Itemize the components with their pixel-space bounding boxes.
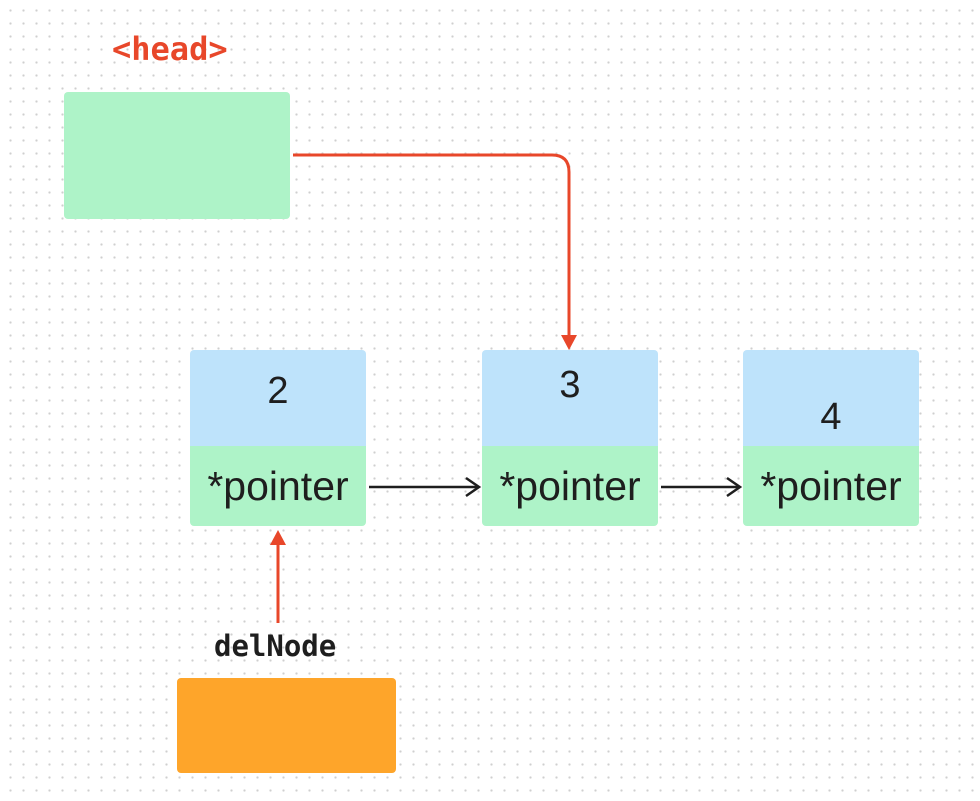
- delnode-box: [177, 678, 396, 773]
- head-label: <head>: [112, 30, 228, 68]
- list-node-4: 4 *pointer: [743, 350, 919, 526]
- node3-to-node4-arrowhead: [726, 476, 743, 498]
- list-node-2: 2 *pointer: [190, 350, 366, 526]
- head-box: [64, 92, 290, 219]
- node-value-cell: 4: [743, 350, 919, 446]
- list-node-3: 3 *pointer: [482, 350, 658, 526]
- delnode-label: delNode: [214, 629, 337, 663]
- node-pointer-text: *pointer: [207, 462, 349, 509]
- node-value-text: 4: [820, 396, 842, 438]
- node-value-text: 2: [267, 370, 289, 412]
- node-value-text: 3: [559, 364, 581, 406]
- node-pointer-cell: *pointer: [482, 446, 658, 526]
- head-to-node3-arrow: [293, 153, 571, 338]
- node-pointer-text: *pointer: [499, 462, 641, 509]
- node-pointer-cell: *pointer: [743, 446, 919, 526]
- node-value-cell: 2: [190, 350, 366, 446]
- head-to-node3-arrowhead: [561, 335, 577, 350]
- node-value-cell: 3: [482, 350, 658, 446]
- node2-to-node3-arrowhead: [465, 476, 482, 498]
- node-pointer-cell: *pointer: [190, 446, 366, 526]
- delnode-to-node2-arrowhead: [270, 530, 286, 545]
- node-pointer-text: *pointer: [760, 462, 902, 509]
